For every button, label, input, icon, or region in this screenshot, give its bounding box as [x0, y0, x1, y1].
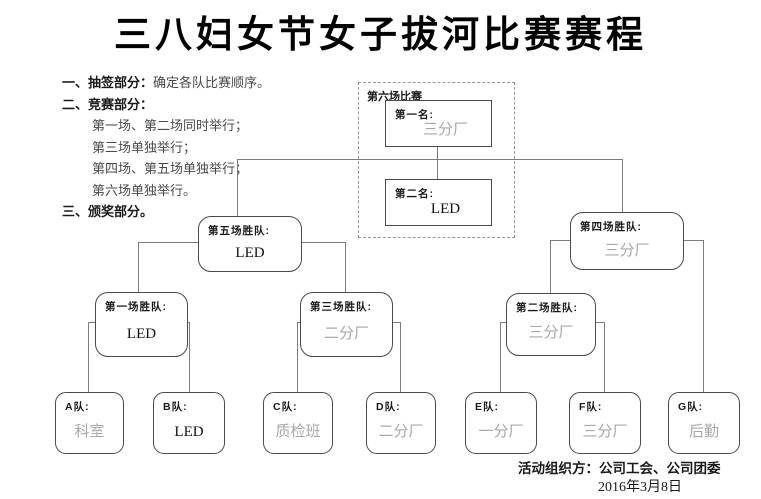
- connector-line: [186, 322, 190, 323]
- note-item-2-line-1: 第一场、第二场同时举行；: [92, 118, 249, 133]
- team-f-box: F队: 三分厂: [569, 392, 641, 454]
- note-item-1: 一、抽签部分：确定各队比赛顺序。: [62, 72, 362, 94]
- match1-winner-value: LED: [126, 326, 157, 342]
- match2-winner-box: 第二场胜队: 三分厂: [506, 293, 596, 356]
- team-a-box: A队: 科室: [55, 392, 124, 454]
- second-place-box: 第二名: LED: [385, 179, 492, 226]
- match5-winner-value: LED: [235, 245, 265, 261]
- team-g-box: G队: 后勤: [668, 392, 740, 454]
- match1-winner-box: 第一场胜队: LED: [95, 292, 188, 357]
- note-item-1-label: 一、抽签部分：: [62, 75, 154, 90]
- connector-line: [550, 240, 551, 293]
- team-c-label: C队:: [273, 401, 298, 413]
- note-item-2-line-2: 第三场单独举行；: [92, 139, 197, 155]
- team-d-label: D队:: [376, 401, 401, 413]
- first-place-box: 第一名: 三分厂: [385, 100, 492, 147]
- connector-line: [437, 147, 438, 179]
- connector-line: [604, 322, 605, 392]
- team-g-value: 后勤: [688, 424, 719, 440]
- organizer-line: 活动组织方：公司工会、公司团委: [518, 457, 758, 477]
- connector-line: [703, 240, 704, 392]
- team-b-value: LED: [174, 424, 204, 440]
- team-a-label: A队:: [65, 401, 90, 413]
- first-place-label: 第一名:: [395, 109, 434, 121]
- connector-line: [138, 242, 139, 292]
- second-place-value: LED: [430, 201, 461, 217]
- team-f-value: 三分厂: [582, 424, 628, 440]
- note-item-2-line-3: 第四场、第五场单独举行；: [92, 161, 249, 176]
- team-d-value: 二分厂: [378, 424, 424, 440]
- team-e-value: 一分厂: [478, 424, 524, 440]
- team-e-box: E队: 一分厂: [465, 392, 537, 454]
- team-d-box: D队: 二分厂: [366, 392, 436, 454]
- team-b-box: B队: LED: [153, 392, 225, 454]
- event-date: 2016年3月8日: [598, 480, 682, 495]
- note-item-2: 二、竞赛部分：: [62, 96, 154, 112]
- match5-winner-label: 第五场胜队:: [208, 225, 270, 237]
- connector-line: [300, 242, 345, 243]
- second-place-label: 第二名:: [395, 188, 434, 200]
- team-c-value: 质检班: [275, 424, 321, 440]
- final-match-group-box: [358, 82, 515, 238]
- connector-line: [88, 322, 95, 323]
- connector-line: [138, 242, 198, 243]
- connector-line: [400, 322, 401, 392]
- connector-line: [391, 322, 400, 323]
- note-item-2-line-4: 第六场单独举行。: [92, 182, 197, 198]
- team-b-label: B队:: [163, 401, 188, 413]
- page-title: 三八妇女节女子拔河比赛赛程: [114, 12, 647, 56]
- connector-line: [237, 159, 238, 216]
- connector-line: [345, 242, 346, 292]
- match5-winner-box: 第五场胜队: LED: [198, 216, 302, 272]
- connector-line: [297, 322, 298, 392]
- match3-winner-box: 第三场胜队: 二分厂: [300, 292, 393, 357]
- connector-line: [550, 240, 570, 241]
- notes-block: 一、抽签部分：确定各队比赛顺序。 二、竞赛部分： 第一场、第二场同时举行； 第三…: [62, 72, 362, 223]
- connector-line: [500, 322, 506, 323]
- connector-line: [297, 322, 300, 323]
- match2-winner-value: 三分厂: [528, 325, 574, 341]
- connector-line: [594, 322, 604, 323]
- connector-line: [237, 159, 622, 160]
- match4-winner-label: 第四场胜队:: [580, 221, 642, 233]
- connector-line: [88, 322, 89, 392]
- match4-winner-box: 第四场胜队: 三分厂: [570, 212, 684, 270]
- team-e-label: E队:: [475, 401, 499, 413]
- connector-line: [500, 322, 501, 392]
- match2-winner-label: 第二场胜队:: [516, 302, 578, 314]
- organizer-value: 公司工会、公司团委: [599, 461, 721, 476]
- match1-winner-label: 第一场胜队:: [105, 301, 167, 313]
- team-g-label: G队:: [678, 401, 704, 413]
- connector-line: [682, 240, 703, 241]
- note-item-3: 三、颁奖部分。: [62, 204, 154, 219]
- first-place-value: 三分厂: [422, 122, 468, 138]
- match3-winner-label: 第三场胜队:: [310, 301, 372, 313]
- team-c-box: C队: 质检班: [263, 392, 333, 454]
- organizer-label: 活动组织方：: [518, 461, 599, 476]
- note-item-1-text: 确定各队比赛顺序。: [153, 75, 271, 90]
- connector-line: [189, 322, 190, 392]
- match3-winner-value: 二分厂: [323, 326, 369, 342]
- team-f-label: F队:: [579, 401, 603, 413]
- connector-line: [622, 159, 623, 212]
- team-a-value: 科室: [74, 424, 105, 440]
- match4-winner-value: 三分厂: [604, 243, 650, 259]
